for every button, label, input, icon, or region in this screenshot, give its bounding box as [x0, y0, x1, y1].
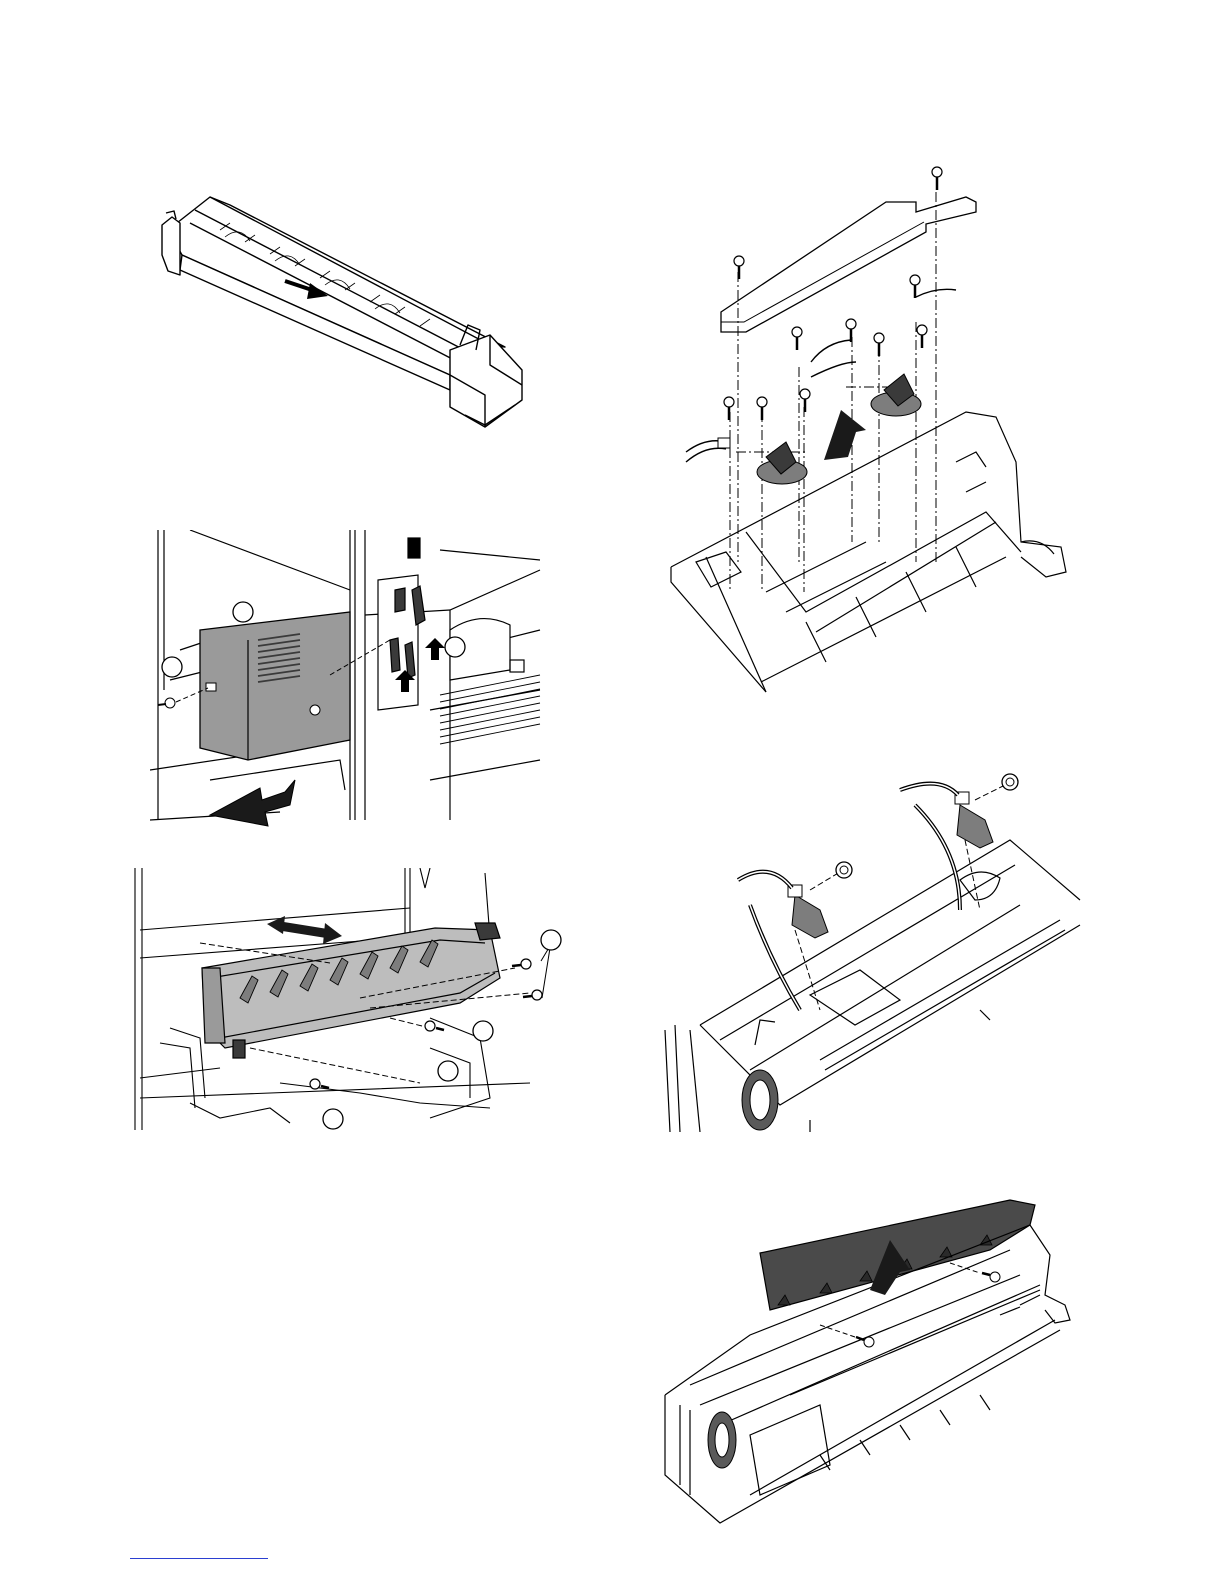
up-arrow-icon: [425, 638, 445, 660]
figure-fusing-cover-removal: [150, 530, 548, 840]
screw-icon: [917, 325, 927, 348]
screw-icon: [932, 167, 942, 190]
screw-icon: [856, 1337, 874, 1347]
screw-icon: [910, 275, 920, 298]
screw-icon: [792, 327, 802, 350]
figure-thermistor-removal: [660, 760, 1082, 1132]
screw-icon: [724, 397, 734, 420]
separation-pawl-removal-drawing: [660, 1195, 1080, 1525]
screw-icon: [523, 990, 542, 1000]
cover-removal-drawing: [150, 530, 548, 840]
screw-icon: [757, 397, 767, 420]
thermistor-right: [955, 792, 993, 848]
callout-circle-2: [162, 657, 182, 677]
up-arrow-icon: [824, 410, 866, 460]
figure-fusing-unit-removal: [130, 868, 566, 1130]
callout-circle-4: [323, 1109, 343, 1129]
figure-fusing-unit-slide: [150, 175, 530, 445]
callout-circle-3: [438, 1061, 458, 1081]
fusing-unit-drawing: [150, 175, 530, 445]
screw-icon: [846, 319, 856, 342]
figure-thermostat-plate-removal: [666, 162, 1090, 698]
fusing-unit: [202, 923, 500, 1058]
screw-icon: [800, 389, 810, 412]
thermistor-removal-drawing: [660, 760, 1082, 1132]
screw-icon: [734, 256, 744, 279]
screw-icon: [982, 1272, 1000, 1282]
gear-icon: [742, 1070, 778, 1130]
thermistor-left: [788, 885, 828, 938]
gear-icon: [708, 1412, 736, 1468]
screw-icon: [874, 333, 884, 356]
thermostat-right: [871, 374, 921, 416]
callout-circle-3: [445, 637, 465, 657]
callout-circle-1: [541, 930, 561, 950]
callout-circle-1: [233, 602, 253, 622]
thermostat-removal-drawing: [666, 162, 1090, 698]
screw-icon: [158, 698, 175, 708]
pull-out-arrow-icon: [210, 780, 295, 826]
figure-separation-pawl-unit-removal: [660, 1195, 1080, 1525]
screw-icon: [1002, 774, 1018, 790]
slide-arrow-icon: [267, 916, 342, 944]
callout-circle-2: [473, 1021, 493, 1041]
fusing-cover: [200, 612, 350, 760]
screw-icon: [512, 959, 531, 969]
footer-rule: [130, 1558, 268, 1559]
fusing-unit-removal-drawing: [130, 868, 566, 1130]
screw-icon: [836, 862, 852, 878]
